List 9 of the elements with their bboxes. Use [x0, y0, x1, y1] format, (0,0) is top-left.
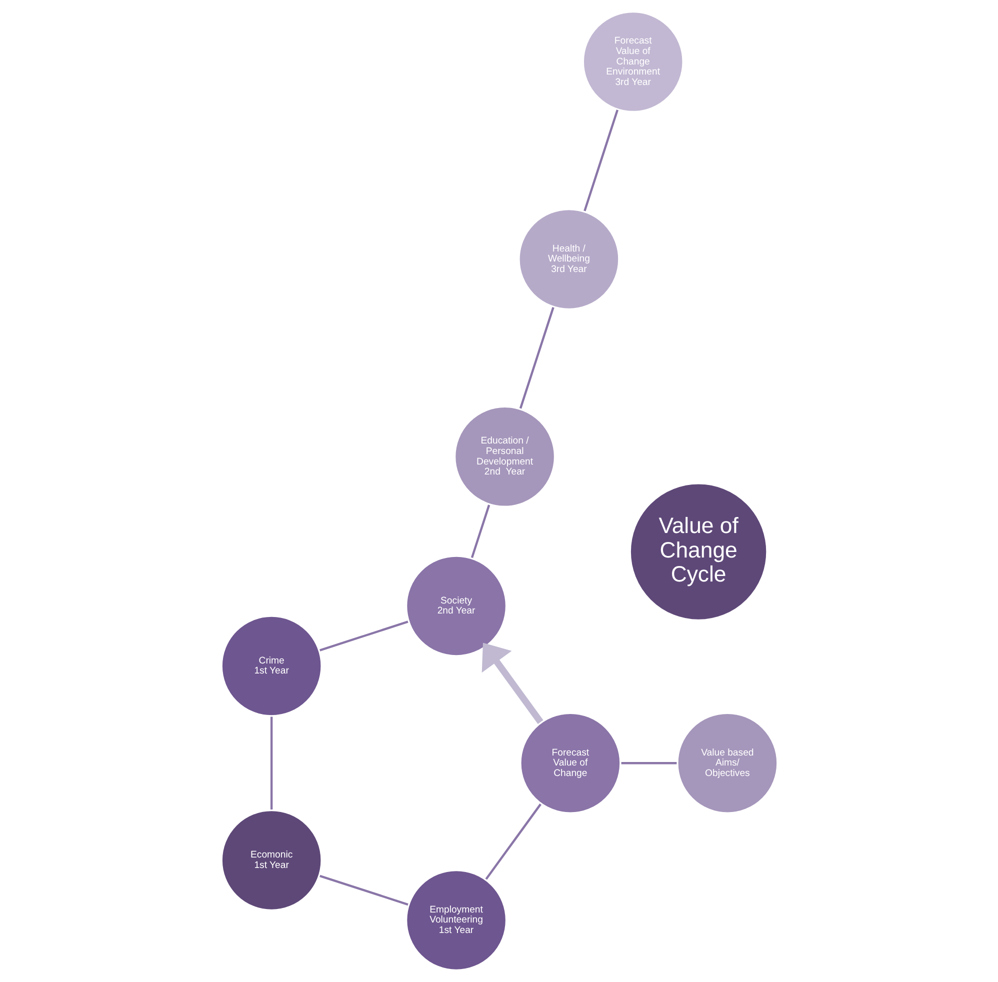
- connector: [319, 874, 408, 906]
- connector: [470, 504, 490, 558]
- connector: [484, 804, 541, 880]
- connector: [270, 716, 272, 810]
- connector: [620, 762, 676, 764]
- connector: [518, 307, 554, 409]
- connector: [319, 620, 408, 652]
- connector: [583, 110, 618, 212]
- arrow: [481, 642, 543, 724]
